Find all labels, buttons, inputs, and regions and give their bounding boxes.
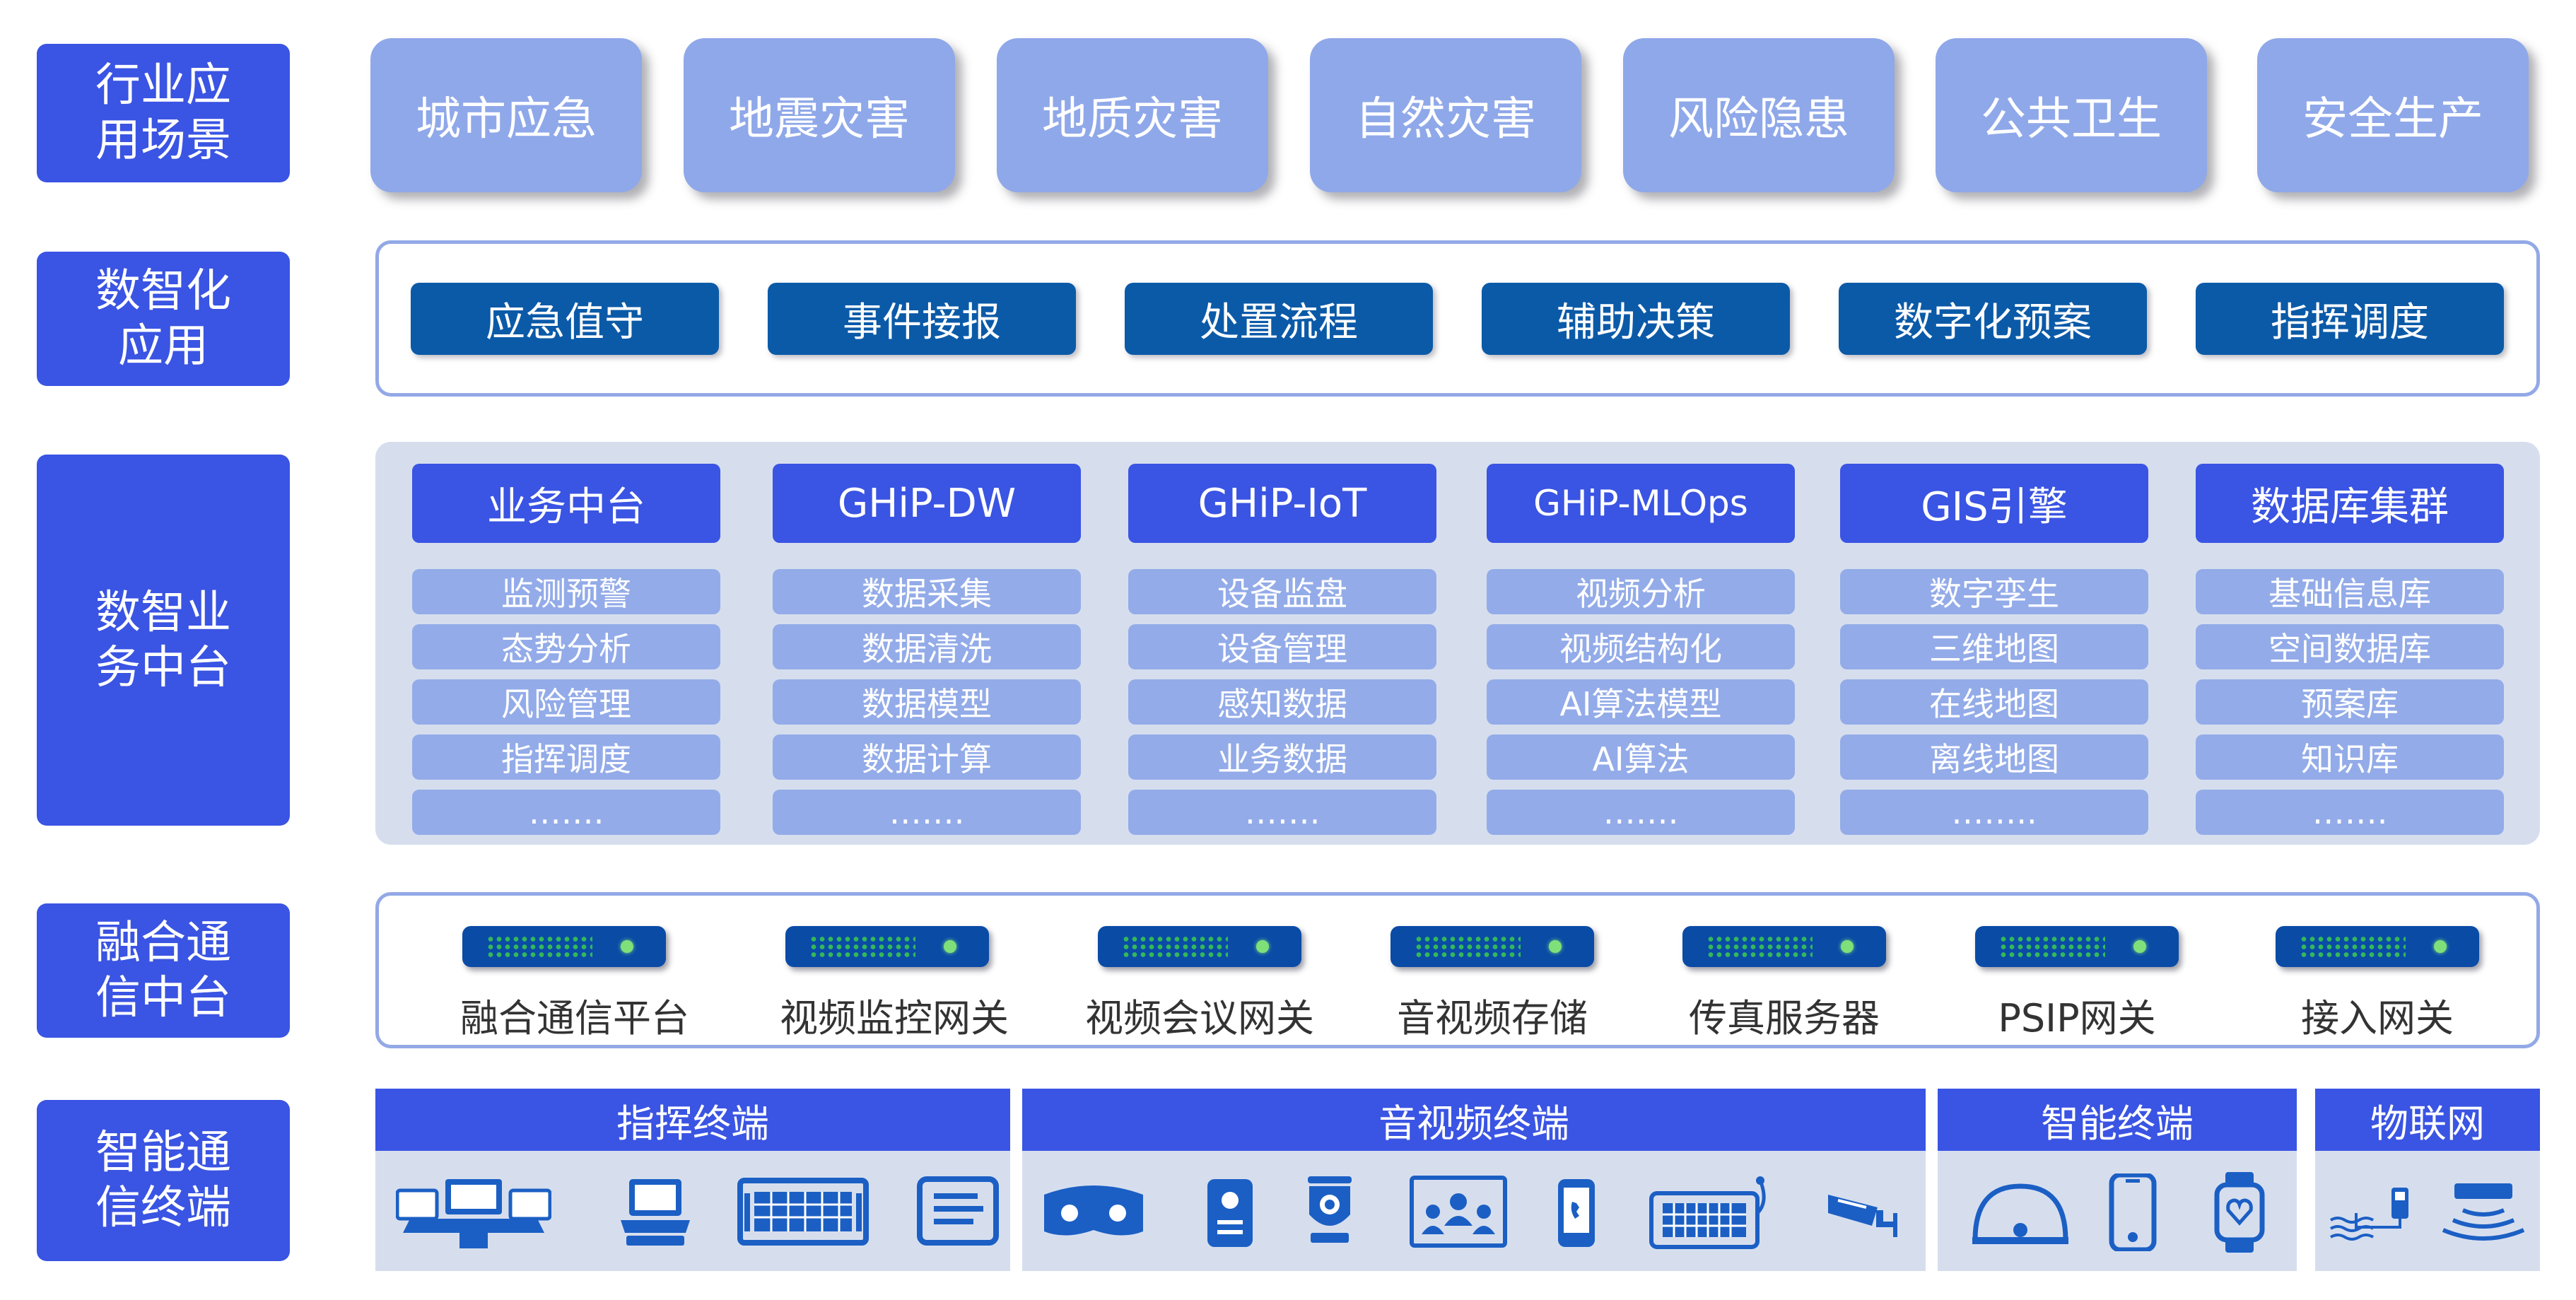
platform-item[interactable]: 基础信息库 bbox=[2196, 569, 2504, 614]
platform-column-header[interactable]: 业务中台 bbox=[412, 464, 720, 543]
digital-apps-frame bbox=[375, 240, 2540, 397]
smart-terminal-header: 智能终端 bbox=[1938, 1089, 2297, 1151]
app-button[interactable]: 应急值守 bbox=[411, 283, 719, 355]
platform-item[interactable]: 知识库 bbox=[2196, 734, 2504, 780]
platform-item[interactable]: 数字孪生 bbox=[1840, 569, 2148, 614]
platform-item[interactable]: 数据模型 bbox=[773, 679, 1081, 725]
comm-device-label: 传真服务器 bbox=[1689, 995, 1880, 1041]
platform-column-header[interactable]: GHiP-DW bbox=[773, 464, 1081, 543]
iot-terminal-header: 物联网 bbox=[2315, 1089, 2540, 1151]
platform-item[interactable]: ……. bbox=[2196, 790, 2504, 835]
command-terminal-header: 指挥终端 bbox=[375, 1089, 1010, 1151]
comm-device-label: 视频监控网关 bbox=[780, 995, 1009, 1041]
server-device-icon bbox=[785, 926, 989, 967]
ptz-camera-icon bbox=[1308, 1176, 1352, 1243]
platform-item[interactable]: 设备监盘 bbox=[1128, 569, 1436, 614]
server-device-icon bbox=[2276, 926, 2479, 967]
comm-device-label: 接入网关 bbox=[2301, 995, 2454, 1041]
scenario-tile[interactable]: 自然灾害 bbox=[1310, 38, 1581, 192]
label-digital-apps: 数智化 应用 bbox=[37, 252, 290, 386]
comm-device-label: 融合通信平台 bbox=[460, 995, 689, 1041]
av-terminal-header: 音视频终端 bbox=[1022, 1089, 1926, 1151]
app-button[interactable]: 处置流程 bbox=[1125, 283, 1433, 355]
laptop-station-icon bbox=[621, 1179, 690, 1246]
app-button[interactable]: 指挥调度 bbox=[2196, 283, 2504, 355]
scenario-tile[interactable]: 地震灾害 bbox=[684, 38, 955, 192]
comm-device-label: PSIP网关 bbox=[1998, 995, 2156, 1041]
label-business-platform: 数智业 务中台 bbox=[37, 455, 290, 826]
platform-item[interactable]: 在线地图 bbox=[1840, 679, 2148, 725]
server-device-icon bbox=[1682, 926, 1886, 967]
platform-column-header[interactable]: GHiP-MLOps bbox=[1487, 464, 1795, 543]
label-smart-terminals: 智能通 信终端 bbox=[37, 1100, 290, 1261]
platform-item[interactable]: 数据计算 bbox=[773, 734, 1081, 780]
app-button[interactable]: 辅助决策 bbox=[1482, 283, 1790, 355]
scenario-tile[interactable]: 城市应急 bbox=[370, 38, 642, 192]
label-industry-scenarios: 行业应 用场景 bbox=[37, 44, 290, 182]
platform-item[interactable]: 设备管理 bbox=[1128, 624, 1436, 669]
business-platform-panel bbox=[375, 442, 2540, 845]
platform-item[interactable]: 感知数据 bbox=[1128, 679, 1436, 725]
label-comm-platform: 融合通 信中台 bbox=[37, 903, 290, 1038]
video-wall-icon bbox=[737, 1178, 869, 1246]
platform-item[interactable]: 指挥调度 bbox=[412, 734, 720, 780]
mobile-phone-icon bbox=[1558, 1179, 1595, 1247]
water-sensor-icon bbox=[2329, 1188, 2408, 1241]
command-console-icon bbox=[396, 1179, 551, 1248]
platform-item[interactable]: 业务数据 bbox=[1128, 734, 1436, 780]
platform-item[interactable]: AI算法 bbox=[1487, 734, 1795, 780]
platform-item[interactable]: 三维地图 bbox=[1840, 624, 2148, 669]
scenario-tile[interactable]: 安全生产 bbox=[2257, 38, 2529, 192]
platform-column-header[interactable]: GIS引擎 bbox=[1840, 464, 2148, 543]
platform-item[interactable]: 预案库 bbox=[2196, 679, 2504, 725]
dome-sensor-icon bbox=[1972, 1183, 2068, 1244]
platform-item[interactable]: 风险管理 bbox=[412, 679, 720, 725]
scenario-tile[interactable]: 公共卫生 bbox=[1936, 38, 2207, 192]
platform-column-header[interactable]: GHiP-IoT bbox=[1128, 464, 1436, 543]
vr-headset-icon bbox=[1044, 1185, 1143, 1236]
server-device-icon bbox=[1098, 926, 1301, 967]
platform-item[interactable]: 空间数据库 bbox=[2196, 624, 2504, 669]
platform-column-header[interactable]: 数据库集群 bbox=[2196, 464, 2504, 543]
document-screen-icon bbox=[917, 1176, 999, 1246]
platform-item[interactable]: ……. bbox=[1128, 790, 1436, 835]
platform-item[interactable]: 数据清洗 bbox=[773, 624, 1081, 669]
platform-item[interactable]: 离线地图 bbox=[1840, 734, 2148, 780]
platform-item[interactable]: ……. bbox=[412, 790, 720, 835]
scenario-tile[interactable]: 风险隐患 bbox=[1623, 38, 1895, 192]
comm-device-label: 音视频存储 bbox=[1397, 995, 1588, 1041]
app-button[interactable]: 数字化预案 bbox=[1839, 283, 2147, 355]
app-button[interactable]: 事件接报 bbox=[768, 283, 1076, 355]
smartwatch-icon bbox=[2214, 1172, 2265, 1253]
radar-sensor-icon bbox=[2442, 1183, 2525, 1241]
platform-item[interactable]: …….. bbox=[1840, 790, 2148, 835]
intercom-icon bbox=[1207, 1179, 1253, 1247]
server-device-icon bbox=[1975, 926, 2179, 967]
platform-item[interactable]: 视频分析 bbox=[1487, 569, 1795, 614]
comm-platform-frame bbox=[375, 892, 2540, 1048]
server-device-icon bbox=[1391, 926, 1594, 967]
comm-device-label: 视频会议网关 bbox=[1085, 995, 1314, 1041]
platform-item[interactable]: ……. bbox=[1487, 790, 1795, 835]
video-conference-icon bbox=[1410, 1176, 1507, 1248]
scenario-tile[interactable]: 地质灾害 bbox=[997, 38, 1268, 192]
bullet-camera-icon bbox=[1828, 1195, 1897, 1237]
platform-item[interactable]: 数据采集 bbox=[773, 569, 1081, 614]
platform-item[interactable]: 视频结构化 bbox=[1487, 624, 1795, 669]
smartphone-icon bbox=[2109, 1173, 2157, 1251]
desk-phone-keypad-icon bbox=[1649, 1176, 1766, 1249]
platform-item[interactable]: ……. bbox=[773, 790, 1081, 835]
server-device-icon bbox=[462, 926, 666, 967]
platform-item[interactable]: 监测预警 bbox=[412, 569, 720, 614]
platform-item[interactable]: AI算法模型 bbox=[1487, 679, 1795, 725]
platform-item[interactable]: 态势分析 bbox=[412, 624, 720, 669]
